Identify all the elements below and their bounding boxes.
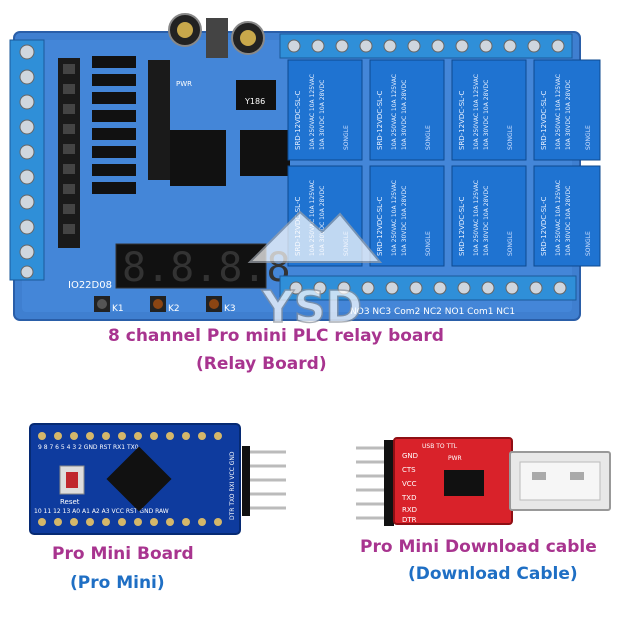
- relay-rating-a-8: 10A 250VAC 10A 125VAC: [555, 180, 562, 256]
- relay-brand-6: SONGLE: [425, 231, 432, 256]
- pro-mini-top-pins: 9 8 7 6 5 4 3 2 GND RST RX1 TX0: [38, 444, 139, 451]
- relay-rating-a-6: 10A 250VAC 10A 125VAC: [391, 180, 398, 256]
- cable-pin-dtr: DTR: [402, 516, 417, 524]
- relay-brand-4: SONGLE: [585, 125, 592, 150]
- relay-brand-8: SONGLE: [585, 231, 592, 256]
- relay-rating-b-4: 10A 30VDC 10A 28VDC: [565, 80, 572, 150]
- push-buttons: [94, 296, 222, 312]
- relay-model-1: SRD-12VDC-SL-C: [294, 91, 302, 150]
- relay-rating-b-6: 10A 30VDC 10A 28VDC: [401, 186, 408, 256]
- relay-brand-3: SONGLE: [507, 125, 514, 150]
- pro-mini-board-image: 9 8 7 6 5 4 3 2 GND RST RX1 TX0 10 11 12…: [29, 423, 286, 535]
- watermark-text: YSD: [261, 282, 362, 330]
- relay-rating-b-5: 10A 30VDC 10A 28VDC: [319, 186, 326, 256]
- relay-rating-b-1: 10A 30VDC 10A 28VDC: [319, 80, 326, 150]
- cable-pin-cts: CTS: [402, 466, 416, 474]
- relay-rating-a-2: 10A 250VAC 10A 125VAC: [391, 74, 398, 150]
- relay-board-caption: 8 channel Pro mini PLC relay board: [108, 326, 444, 346]
- chip-label: Y186: [244, 97, 265, 106]
- download-cable-image: USB TO TTL PWR GND CTS VCC TXD RXD DTR: [356, 437, 611, 526]
- pro-mini-bottom-pins: 10 11 12 13 A0 A1 A2 A3 VCC RST GND RAW: [34, 508, 169, 515]
- relay-board-image: Y186 PWR 8.8.8.8 IO22D08 K1 K2 K3: [9, 13, 601, 330]
- relay-rating-b-2: 10A 30VDC 10A 28VDC: [401, 80, 408, 150]
- pro-mini-caption: Pro Mini Board: [52, 544, 194, 564]
- relay-model-8: SRD-12VDC-SL-C: [540, 197, 548, 256]
- relay-model-7: SRD-12VDC-SL-C: [458, 197, 466, 256]
- cable-header-label: USB TO TTL: [422, 443, 458, 450]
- relay-brand-1: SONGLE: [343, 125, 350, 150]
- bottom-terminal-block: [279, 275, 577, 301]
- top-terminal-block: [279, 33, 573, 59]
- board-code: IO22D08: [68, 280, 112, 291]
- relay-model-2: SRD-12VDC-SL-C: [376, 91, 384, 150]
- left-terminal-block: [9, 39, 45, 281]
- button-label-k2: K2: [168, 304, 180, 314]
- reset-label: Reset: [60, 498, 80, 506]
- pro-mini-side-label: DTR TXO RXI VCC GND: [229, 451, 236, 520]
- cable-pin-rxd: RXD: [402, 506, 417, 514]
- button-label-k1: K1: [112, 304, 124, 314]
- relay-brand-7: SONGLE: [507, 231, 514, 256]
- relay-rating-a-3: 10A 250VAC 10A 125VAC: [473, 74, 480, 150]
- pro-mini-subcaption: (Pro Mini): [70, 573, 165, 593]
- cable-pin-txd: TXD: [401, 494, 416, 502]
- cable-pwr-label: PWR: [448, 455, 462, 462]
- relay-model-3: SRD-12VDC-SL-C: [458, 91, 466, 150]
- download-cable-caption: Pro Mini Download cable: [360, 537, 597, 557]
- cable-pin-vcc: VCC: [402, 480, 417, 488]
- ysd-watermark: YSD: [247, 210, 383, 330]
- relay-rating-a-1: 10A 250VAC 10A 125VAC: [309, 74, 316, 150]
- download-cable-subcaption: (Download Cable): [408, 564, 578, 584]
- terminal-labels: NO3 NC3 Com2 NC2 NO1 Com1 NC1: [350, 307, 515, 317]
- relay-rating-a-4: 10A 250VAC 10A 125VAC: [555, 74, 562, 150]
- button-label-k3: K3: [224, 304, 236, 314]
- relay-grid: SRD-12VDC-SL-C SRD-12VDC-SL-C SRD-12VDC-…: [287, 59, 601, 267]
- relay-board-subcaption: (Relay Board): [196, 354, 327, 374]
- relay-rating-a-7: 10A 250VAC 10A 125VAC: [473, 180, 480, 256]
- pwr-label: PWR: [176, 80, 192, 88]
- cable-pin-gnd: GND: [402, 452, 418, 460]
- relay-model-6: SRD-12VDC-SL-C: [376, 197, 384, 256]
- relay-model-4: SRD-12VDC-SL-C: [540, 91, 548, 150]
- relay-brand-2: SONGLE: [425, 125, 432, 150]
- relay-rating-b-3: 10A 30VDC 10A 28VDC: [483, 80, 490, 150]
- relay-rating-b-8: 10A 30VDC 10A 28VDC: [565, 186, 572, 256]
- relay-rating-b-7: 10A 30VDC 10A 28VDC: [483, 186, 490, 256]
- relay-rating-a-5: 10A 250VAC 10A 125VAC: [309, 180, 316, 256]
